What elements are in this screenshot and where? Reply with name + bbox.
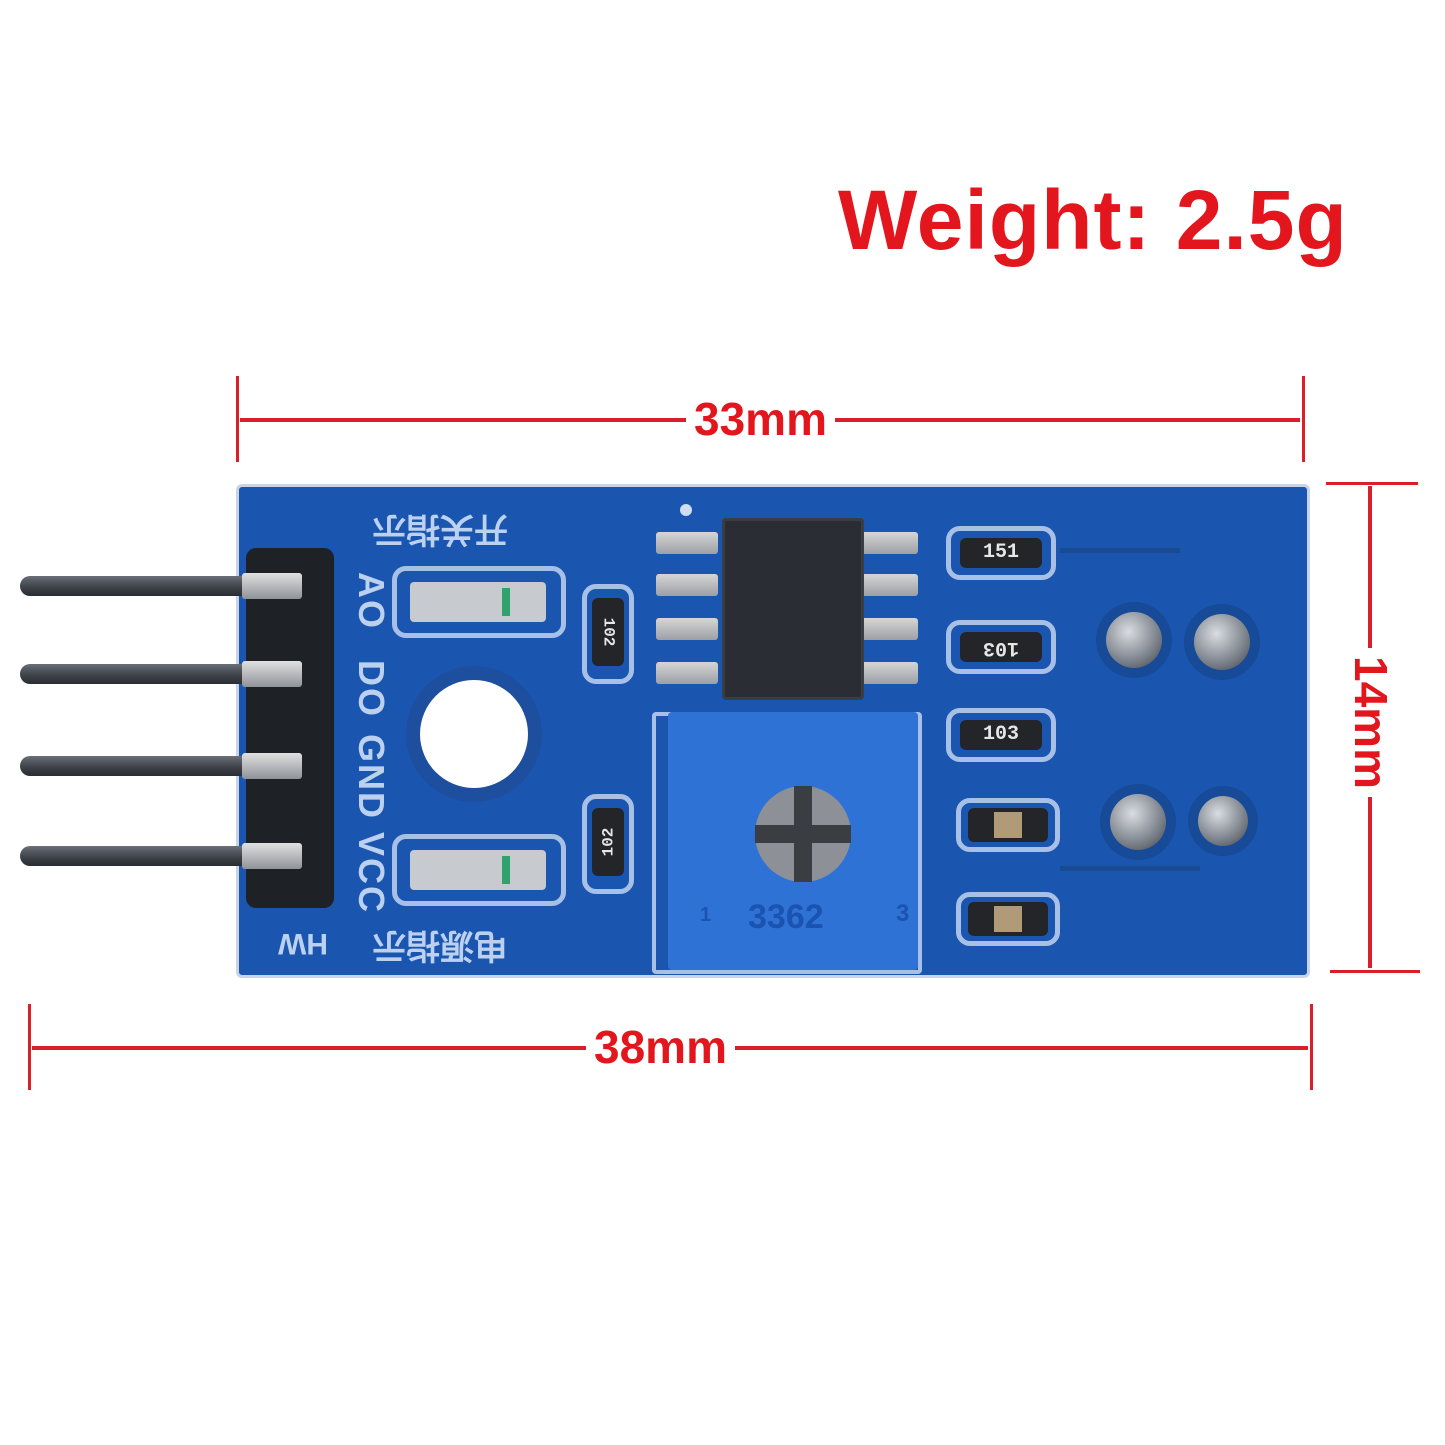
ic-lead [656, 662, 718, 684]
pot-model: 3362 [748, 898, 824, 936]
dim-33-left-tick [236, 376, 239, 462]
solder-joint [1110, 794, 1166, 850]
comparator-ic [722, 518, 864, 700]
resistor-r3: 151 [960, 538, 1042, 568]
resistor-r4: 103 [960, 632, 1042, 662]
resistor-footprint [946, 708, 1056, 762]
header-pin-gnd [20, 756, 260, 776]
ic-lead [656, 618, 718, 640]
status-led-do [410, 582, 546, 622]
pot-pin3-label: 3 [896, 900, 910, 927]
ic-lead [656, 532, 718, 554]
pin-label-gnd: GND [351, 734, 392, 820]
pin-label-do: DO [351, 660, 392, 718]
dim-38-label: 38mm [586, 1022, 735, 1072]
dim-38-left-tick [28, 1004, 31, 1090]
dim-14-label: 14mm [1345, 648, 1397, 797]
capacitor-body [994, 906, 1022, 932]
dim-14-bottom-tick [1330, 970, 1420, 973]
ic-lead [856, 618, 918, 640]
resistor-footprint [582, 794, 634, 894]
pin1-marker [680, 504, 692, 516]
dim-33-right-tick [1302, 376, 1305, 462]
power-led [410, 850, 546, 890]
resistor-footprint [946, 526, 1056, 580]
solder-joint [1194, 614, 1250, 670]
ic-lead [856, 574, 918, 596]
pot-pin1-label: 1 [700, 904, 712, 926]
pin-tip [242, 843, 302, 869]
capacitor-footprint [956, 798, 1060, 852]
led-footprint [392, 834, 566, 906]
led-polarity-mark [502, 856, 510, 884]
pin-label-ao: AO [351, 572, 392, 630]
dim-14-top-tick [1326, 482, 1418, 485]
pin-label-vcc: VCC [351, 832, 392, 915]
pin-tip [242, 661, 302, 687]
ic-lead [856, 662, 918, 684]
resistor-r2: 102 [592, 808, 624, 876]
screw-slot [755, 825, 851, 843]
pcb-trace [1060, 866, 1200, 871]
led-footprint [392, 566, 566, 638]
resistor-footprint [946, 620, 1056, 674]
solder-joint [1198, 796, 1248, 846]
capacitor-footprint [956, 892, 1060, 946]
header-pin-do [20, 664, 260, 684]
mounting-hole [420, 680, 528, 788]
dim-38-right-tick [1310, 1004, 1313, 1090]
capacitor-body [994, 812, 1022, 838]
led-polarity-mark [502, 588, 510, 616]
resistor-r1: 102 [592, 598, 624, 666]
resistor-footprint [582, 584, 634, 684]
header-pin-ao [20, 576, 260, 596]
header-pin-vcc [20, 846, 260, 866]
pin-tip [242, 573, 302, 599]
ic-lead [656, 574, 718, 596]
dim-33-label: 33mm [686, 394, 835, 444]
brand-mark: HW [278, 927, 328, 960]
weight-title: Weight: 2.5g [838, 173, 1348, 267]
ic-lead [856, 532, 918, 554]
silk-power-indicator: 电源指示 [372, 926, 508, 964]
pcb-trace [1060, 548, 1180, 553]
silk-switch-indicator: 开关指示 [372, 510, 508, 548]
pin-tip [242, 753, 302, 779]
resistor-r5: 103 [960, 720, 1042, 750]
solder-joint [1106, 612, 1162, 668]
